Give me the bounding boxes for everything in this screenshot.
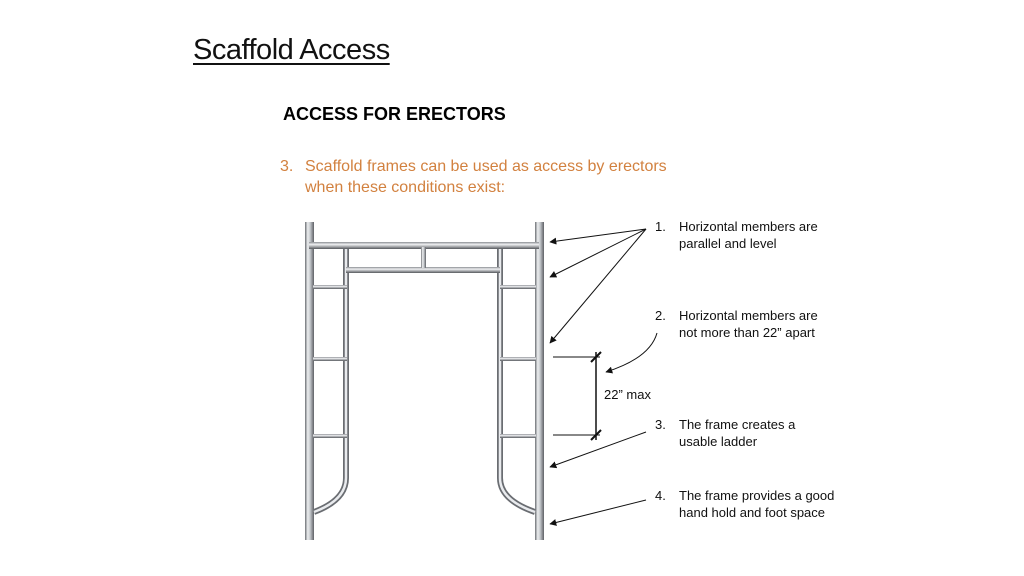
intro-line-1: Scaffold frames can be used as access by…: [305, 158, 667, 175]
section-heading: ACCESS FOR ERECTORS: [283, 104, 506, 124]
left-rung: [313, 357, 347, 361]
leader-arrow: [605, 332, 658, 374]
leader-arrow: [549, 431, 647, 469]
right-outer-leg: [535, 222, 544, 540]
leader-arrow: [549, 228, 647, 245]
leader-arrow: [549, 228, 647, 344]
intro-line-2: when these conditions exist:: [305, 179, 506, 196]
note-number: 4.: [655, 488, 666, 503]
center-post: [421, 247, 426, 268]
left-rung: [313, 285, 347, 289]
note-line-1: The frame creates a: [679, 417, 796, 432]
top-rail: [309, 242, 539, 249]
right-rung: [500, 434, 536, 438]
note-line-1: Horizontal members are: [679, 308, 818, 323]
note-line-1: The frame provides a good: [679, 488, 835, 503]
leader-arrow: [549, 499, 647, 526]
dimension-label: 22” max: [604, 387, 651, 402]
note-line-2: not more than 22” apart: [679, 325, 815, 340]
note-line-1: Horizontal members are: [679, 219, 818, 234]
note-line-2: parallel and level: [679, 236, 777, 251]
left-outer-leg: [305, 222, 314, 540]
note-line-2: usable ladder: [679, 434, 758, 449]
right-rung: [500, 285, 536, 289]
note-number: 3.: [655, 417, 666, 432]
header-rail: [346, 267, 500, 273]
intro-number: 3.: [280, 158, 294, 175]
right-rung: [500, 357, 536, 361]
left-rung: [313, 434, 347, 438]
note-line-2: hand hold and foot space: [679, 505, 826, 520]
note-number: 2.: [655, 308, 666, 323]
page-title: Scaffold Access: [193, 34, 390, 66]
note-number: 1.: [655, 219, 666, 234]
leader-arrow: [549, 228, 647, 278]
